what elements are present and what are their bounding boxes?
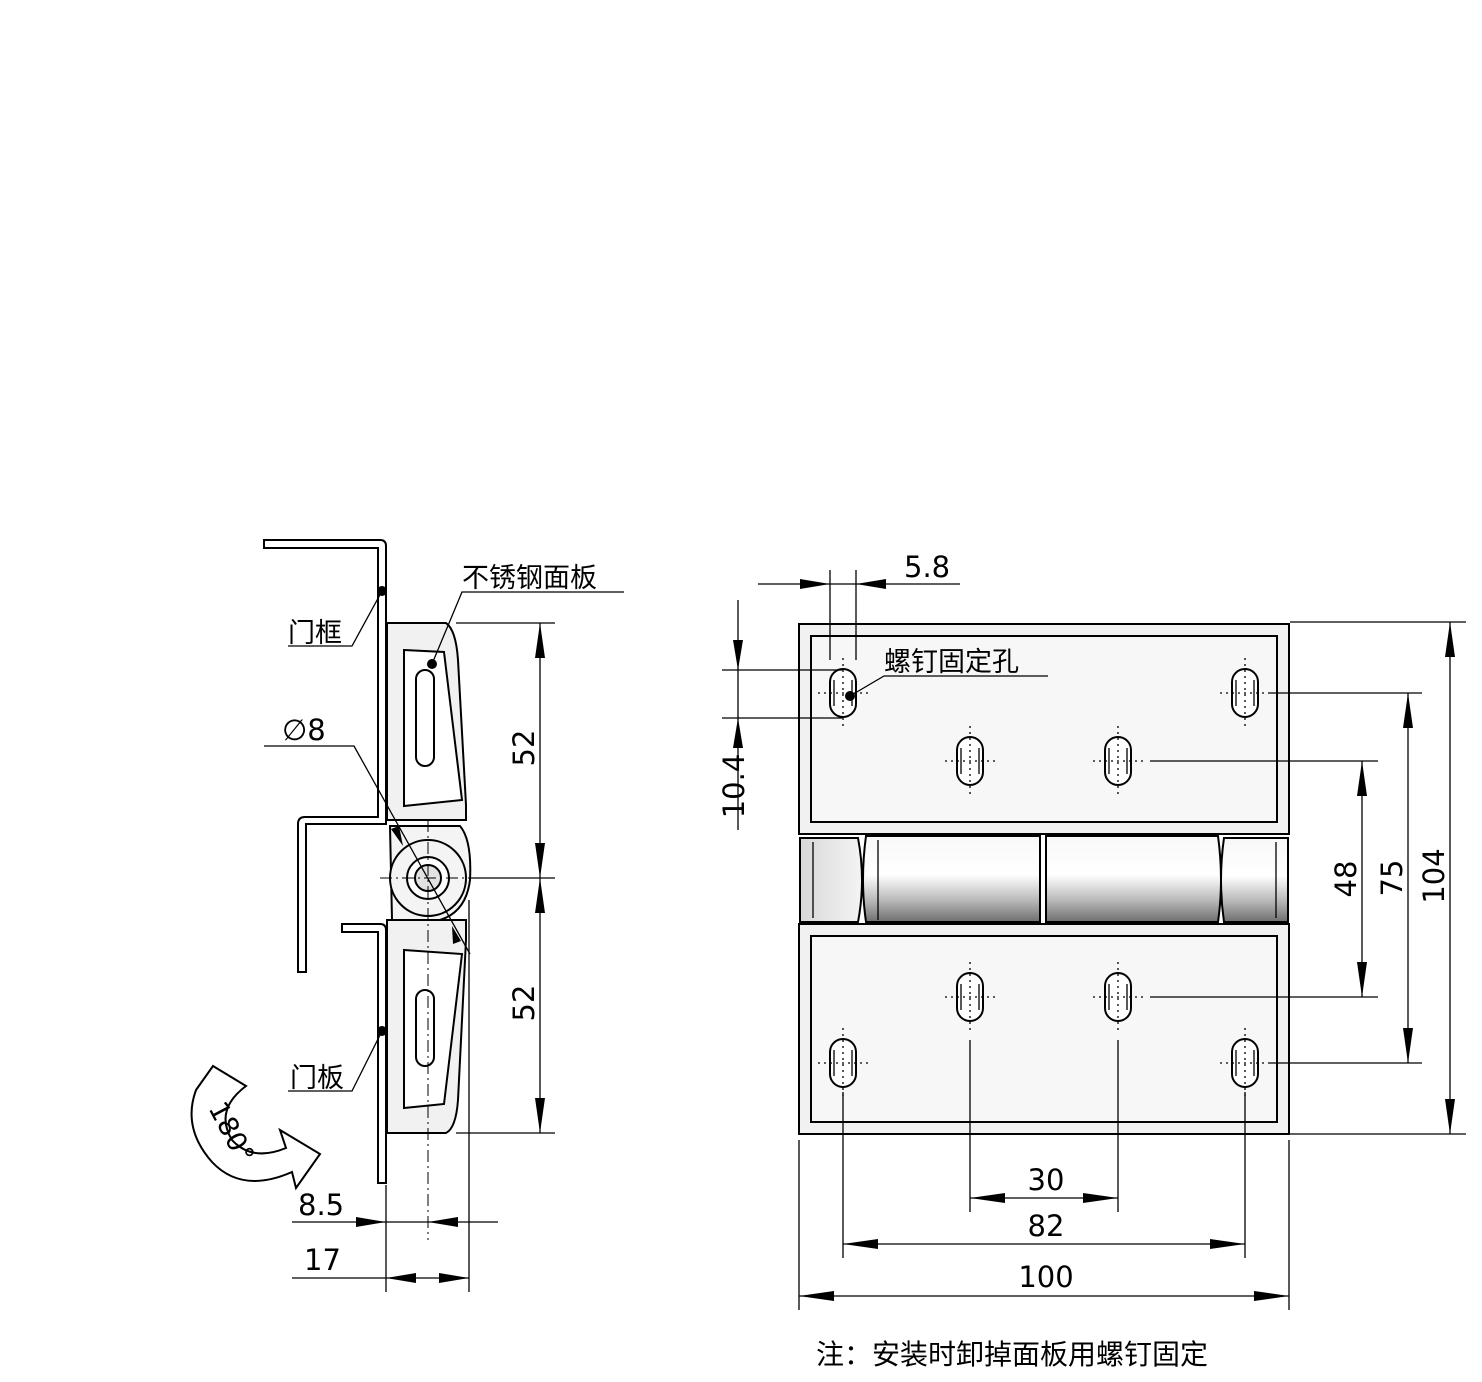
dim-overall-height: 104 [1417, 848, 1451, 903]
installation-note: 注：安装时卸掉面板用螺钉固定 [816, 1338, 1208, 1371]
dim-side-lower: 52 [507, 985, 541, 1022]
dim-spacing-75: 75 [1375, 860, 1409, 897]
label-door-frame: 门框 [288, 618, 342, 649]
dim-offset-8-5: 8.5 [298, 1188, 344, 1222]
dim-spacing-48: 48 [1329, 861, 1363, 898]
front-upper-panel [810, 635, 1278, 823]
dim-slot-length: 10.4 [717, 754, 751, 819]
label-screw-hole: 螺钉固定孔 [884, 647, 1019, 678]
label-door-panel: 门板 [290, 1063, 344, 1094]
door-panel-profile [341, 923, 387, 1184]
upper-slot [415, 669, 435, 767]
label-diameter: ∅8 [282, 713, 326, 747]
dim-offset-17: 17 [304, 1243, 341, 1277]
front-lower-panel [810, 935, 1278, 1123]
rotation-arrow-icon [190, 1064, 322, 1191]
side-view: 门框 门板 不锈钢面板 ∅8 52 52 8.5 17 [190, 539, 624, 1292]
door-frame-profile [263, 539, 387, 973]
dim-spacing-30: 30 [1028, 1163, 1065, 1197]
label-stainless-panel: 不锈钢面板 [462, 563, 597, 594]
lower-slot [415, 989, 435, 1067]
dim-side-upper: 52 [507, 730, 541, 767]
dim-spacing-82: 82 [1028, 1209, 1065, 1243]
dim-slot-width: 5.8 [904, 550, 950, 584]
front-view: 螺钉固定孔 5.8 10.4 48 75 [717, 550, 1466, 1371]
dim-overall-width: 100 [1018, 1260, 1073, 1294]
knuckle-row [799, 835, 1289, 923]
